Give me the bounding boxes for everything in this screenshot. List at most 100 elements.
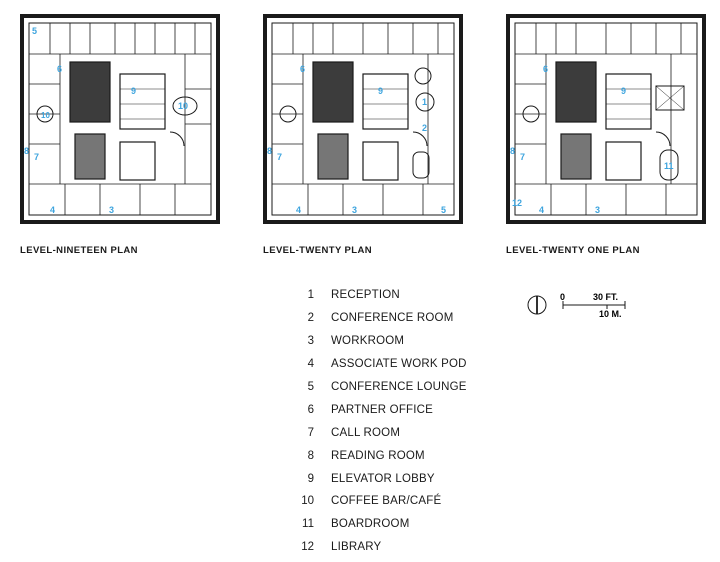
legend-label: RECEPTION [331,289,400,302]
room-number: 6 [57,64,62,74]
legend-number: 5 [307,381,314,393]
cafe-table [172,96,198,116]
plan-title: LEVEL-TWENTY ONE PLAN [506,245,640,256]
legend-number: 8 [307,449,314,462]
perimeter-offices [272,23,454,215]
legend-item: 4 ASSOCIATE WORK POD [292,353,467,376]
legend-label: CONFERENCE LOUNGE [331,381,467,393]
inner-wall [28,22,212,216]
room-number: 3 [352,205,357,215]
legend-item: 12 LIBRARY [292,536,467,559]
room-number: 8 [510,146,515,156]
floor-plan-drawing: 5 6 9 8 7 10 10 4 3 [20,14,220,224]
conference-table [412,151,430,179]
room-legend: 1 RECEPTION 2 CONFERENCE ROOM 3 WORKROOM 4 A… [292,284,467,559]
legend-item: 7 CALL ROOM [292,421,467,444]
round-table [279,105,297,123]
room-number: 6 [300,64,305,74]
scale-zero: 0 [560,292,565,302]
legend-label: LIBRARY [331,541,382,554]
legend-number: 6 [307,403,314,416]
outer-wall [20,14,220,224]
core-east [362,73,409,130]
room-number: 4 [539,205,544,215]
legend-label: CONFERENCE ROOM [331,312,454,325]
legend-item: 1 RECEPTION [292,284,467,307]
legend-item: 6 PARTNER OFFICE [292,398,467,421]
plan-level-nineteen: 5 6 9 8 7 10 10 4 3 [20,14,220,224]
legend-number: 11 [302,518,314,531]
legend-item: 3 WORKROOM [292,330,467,353]
legend-number: 7 [307,426,314,439]
stair-curve [169,131,185,147]
room-number: 1 [422,97,427,107]
legend-number: 3 [307,335,314,348]
skylight [655,85,685,111]
legend-number: 4 [307,358,314,371]
plan-level-twenty: 6 9 8 7 1 2 4 3 5 [263,14,463,224]
room-number: 4 [50,205,55,215]
room-number: 11 [664,161,674,171]
legend-label: WORKROOM [331,335,405,348]
room-number: 5 [32,26,37,36]
room-number: 9 [131,86,136,96]
floor-plan-drawing: 6 9 8 7 1 2 4 3 5 [263,14,463,224]
room-number: 6 [543,64,548,74]
plan-title: LEVEL-TWENTY PLAN [263,245,373,256]
round-table [522,105,540,123]
outer-wall [263,14,463,224]
room-number: 9 [621,86,626,96]
room-number: 8 [24,146,29,156]
legend-number: 1 [307,289,314,302]
legend-label: READING ROOM [331,449,425,462]
legend-number: 2 [307,312,314,325]
reception-desk [415,92,435,112]
room-number: 5 [441,205,446,215]
legend-item: 9 ELEVATOR LOBBY [292,467,467,490]
room-number: 3 [595,205,600,215]
room-number: 9 [378,86,383,96]
room-number: 3 [109,205,114,215]
legend-label: COFFEE BAR/CAFÉ [331,495,442,508]
core-stair [362,141,399,181]
plan-title: LEVEL-NINETEEN PLAN [20,245,138,256]
core-east [119,73,166,130]
scale-bar: 0 30 FT. 10 M. [527,287,657,327]
room-number: 2 [422,123,427,133]
legend-item: 11 BOARDROOM [292,513,467,536]
legend-label: BOARDROOM [331,518,410,531]
round-table [36,105,54,123]
room-number: 7 [520,152,525,162]
legend-label: ASSOCIATE WORK POD [331,358,467,371]
scale-feet: 30 FT. [593,292,618,302]
scale-meters: 10 M. [599,309,622,319]
legend-label: PARTNER OFFICE [331,403,434,416]
room-number: 10 [41,111,50,120]
floor-plan-drawing: 6 9 8 7 11 12 4 3 [506,14,706,224]
legend-item: 2 CONFERENCE ROOM [292,307,467,330]
boardroom-table [659,149,679,181]
room-number: 10 [178,101,188,111]
core-stair [605,141,642,181]
stair-curve [412,131,428,147]
outer-wall [506,14,706,224]
room-number: 7 [277,152,282,162]
room-number: 8 [267,146,272,156]
room-number: 12 [512,198,522,208]
legend-label: ELEVATOR LOBBY [331,472,435,485]
legend-number: 12 [301,541,314,554]
perimeter-offices [29,23,211,215]
legend-item: 10 COFFEE BAR/CAFÉ [292,490,467,513]
north-arrow-icon [527,295,547,315]
room-number: 4 [296,205,301,215]
legend-number: 10 [301,495,314,508]
perimeter-offices [515,23,697,215]
room-number: 7 [34,152,39,162]
legend-label: CALL ROOM [331,426,401,439]
core-east [605,73,652,130]
round-table [414,67,432,85]
legend-number: 9 [307,472,314,485]
legend-item: 8 READING ROOM [292,444,467,467]
stair-curve [655,131,671,147]
legend-item: 5 CONFERENCE LOUNGE [292,376,467,399]
